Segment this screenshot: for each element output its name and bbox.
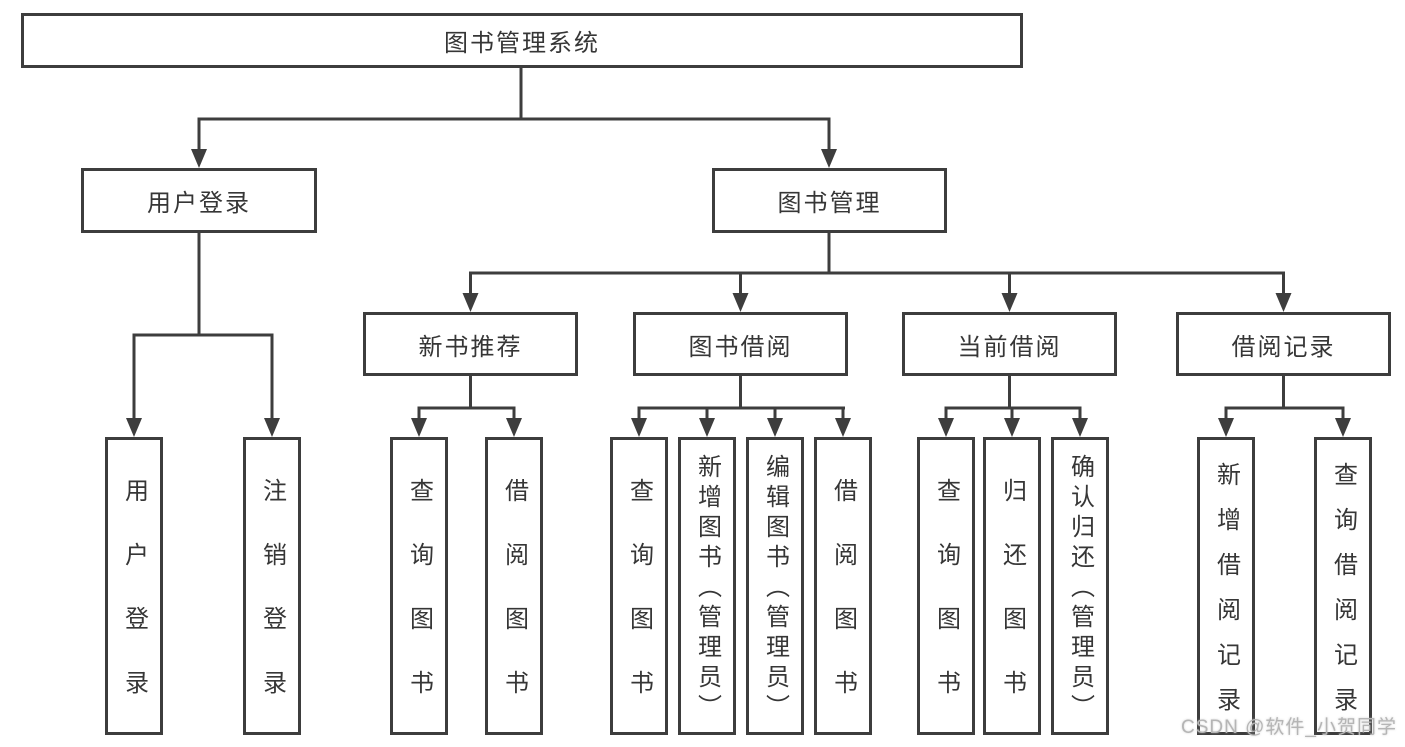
connector-newbook-branch [417,376,516,421]
connector-current-branch [944,376,1082,421]
node-user-login-group: 用户登录 [81,168,317,233]
leaf-return-book: 归还图书 [983,437,1041,735]
leaf-borrow-query-book-label: 查询图书 [625,478,653,734]
arrowhead-root-branch [191,149,837,168]
leaf-newbook-query-book-label: 查询图书 [405,478,433,734]
arrowhead-borrow-branch [631,418,851,437]
leaf-logout-label: 注销登录 [258,478,286,734]
node-book-management: 图书管理 [712,168,947,233]
arrowhead-current-branch [938,418,1088,437]
leaf-user-login-label: 用户登录 [120,478,148,734]
node-new-book-recommend: 新书推荐 [363,312,578,376]
leaf-current-query-book: 查询图书 [917,437,975,735]
node-root-label: 图书管理系统 [444,30,600,57]
leaf-confirm-return-admin: 确认归还（管理员） [1051,437,1109,735]
arrowhead-books-branch [462,293,1292,312]
connector-borrow-branch [637,376,845,421]
leaf-newbook-borrow-book: 借阅图书 [485,437,543,735]
connector-root-branch [197,68,831,152]
leaf-add-book-admin: 新增图书（管理员） [678,437,736,735]
node-borrow-record-label: 借阅记录 [1231,333,1336,361]
node-book-management-label: 图书管理 [777,190,882,217]
arrowhead-newbook-branch [411,418,522,437]
leaf-add-borrow-record-label: 新增借阅记录 [1212,461,1240,732]
node-user-login-group-label: 用户登录 [147,190,251,217]
connector-user-branch [132,233,274,421]
leaf-return-book-label: 归还图书 [998,478,1026,734]
leaf-query-borrow-record: 查询借阅记录 [1314,437,1372,735]
node-new-book-recommend-label: 新书推荐 [418,333,523,361]
leaf-confirm-return-admin-label: 确认归还（管理员） [1066,454,1094,724]
leaf-borrow-book: 借阅图书 [814,437,872,735]
csdn-watermark: CSDN @软件_小贺同学 [1181,717,1397,738]
node-borrow-record: 借阅记录 [1176,312,1391,376]
leaf-newbook-query-book: 查询图书 [390,437,448,735]
leaf-edit-book-admin: 编辑图书（管理员） [746,437,804,735]
connector-books-branch [469,233,1285,296]
leaf-current-query-book-label: 查询图书 [932,478,960,734]
leaf-add-book-admin-label: 新增图书（管理员） [693,454,721,724]
leaf-user-login: 用户登录 [105,437,163,735]
leaf-borrow-book-label: 借阅图书 [829,478,857,734]
leaf-query-borrow-record-label: 查询借阅记录 [1329,461,1357,732]
node-current-borrow: 当前借阅 [902,312,1117,376]
node-book-borrow: 图书借阅 [633,312,848,376]
leaf-borrow-query-book: 查询图书 [610,437,668,735]
node-current-borrow-label: 当前借阅 [957,333,1062,361]
leaf-logout: 注销登录 [243,437,301,735]
node-book-borrow-label: 图书借阅 [688,333,793,361]
arrowhead-record-branch [1218,418,1351,437]
leaf-newbook-borrow-book-label: 借阅图书 [500,478,528,734]
arrowhead-user-branch [126,418,280,437]
leaf-edit-book-admin-label: 编辑图书（管理员） [761,454,789,724]
leaf-add-borrow-record: 新增借阅记录 [1197,437,1255,735]
connector-record-branch [1224,376,1345,421]
node-root: 图书管理系统 [21,13,1023,68]
